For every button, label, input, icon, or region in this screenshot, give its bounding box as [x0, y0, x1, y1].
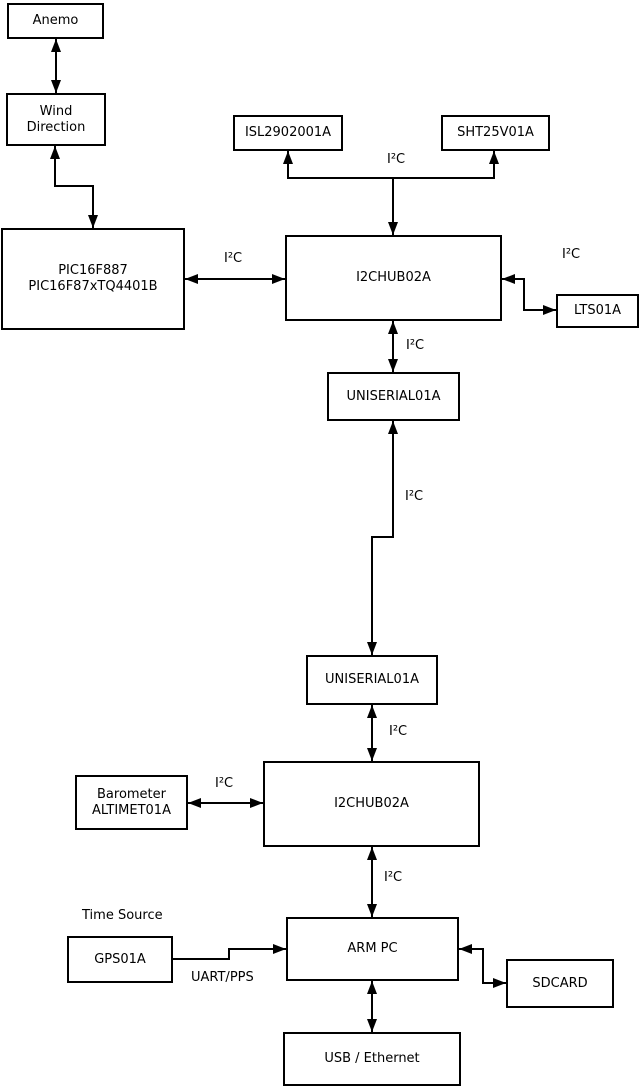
annotation-time-source: Time Source [82, 908, 163, 923]
connector-gps-armpc [173, 944, 286, 960]
box-isl2902001a: ISL2902001A [233, 115, 343, 151]
connector-wind-direction-pic [50, 146, 98, 228]
box-gps01a-label: GPS01A [94, 951, 146, 967]
box-barometer-label-line2: ALTIMET01A [92, 802, 171, 818]
edge-label-i2c-pic-hub: I²C [224, 251, 243, 266]
box-sht25v01a-label: SHT25V01A [457, 125, 534, 140]
box-anemo: Anemo [7, 3, 104, 39]
box-anemo-label: Anemo [32, 13, 79, 28]
connector-armpc-sdcard [459, 944, 506, 988]
edge-label-i2c-uniserial-hub-bottom: I²C [389, 724, 408, 739]
box-wind-direction: Wind Direction [6, 93, 106, 146]
edge-label-i2c-barometer-hub: I²C [215, 776, 234, 791]
box-i2chub02a-bottom: I2CHUB02A [263, 761, 480, 847]
box-uniserial01a-top-label: UNISERIAL01A [346, 388, 441, 404]
box-i2chub02a-top: I2CHUB02A [285, 235, 502, 321]
connector-i2chub-top-lts01a [502, 274, 556, 315]
connector-branch-isl-sht [283, 151, 499, 179]
box-uniserial01a-bottom-label: UNISERIAL01A [325, 672, 419, 687]
box-pic16f887-label-line1: PIC16F887 [58, 263, 128, 278]
box-wind-direction-label-line1: Wind [39, 103, 73, 119]
edge-label-i2c-hub-lts: I²C [562, 247, 581, 262]
box-barometer-altimet01a: Barometer ALTIMET01A [75, 775, 188, 830]
box-uniserial01a-bottom: UNISERIAL01A [306, 655, 438, 705]
box-lts01a-label: LTS01A [573, 303, 622, 318]
box-usb-ethernet: USB / Ethernet [283, 1032, 461, 1086]
box-uniserial01a-top: UNISERIAL01A [327, 372, 460, 421]
edge-label-i2c-hub-uniserial-top: I²C [406, 338, 425, 353]
box-lts01a: LTS01A [556, 294, 639, 328]
connector-uniserial-top-uniserial-bottom [367, 421, 398, 655]
box-sdcard: SDCARD [506, 959, 614, 1008]
edge-label-i2c-uniserial-link: I²C [405, 489, 424, 504]
box-usb-ethernet-label: USB / Ethernet [324, 1051, 420, 1066]
box-i2chub02a-top-label: I2CHUB02A [356, 270, 431, 285]
edge-label-uart-pps: UART/PPS [191, 970, 254, 985]
box-arm-pc: ARM PC [286, 917, 459, 981]
box-barometer-label-line1: Barometer [97, 786, 166, 802]
box-isl2902001a-label: ISL2902001A [244, 125, 332, 140]
box-pic16f887-label-line2: PIC16F87xTQ4401B [28, 279, 158, 294]
box-pic16f887: PIC16F887 PIC16F87xTQ4401B [1, 228, 185, 330]
box-sht25v01a: SHT25V01A [441, 115, 550, 151]
edge-label-i2c-hub-armpc: I²C [384, 870, 403, 885]
box-sdcard-label: SDCARD [532, 975, 588, 991]
box-i2chub02a-bottom-label: I2CHUB02A [334, 796, 409, 811]
box-wind-direction-label-line2: Direction [26, 119, 86, 135]
edge-label-i2c-hub-sensors: I²C [387, 152, 406, 167]
box-gps01a: GPS01A [67, 936, 173, 983]
box-arm-pc-label: ARM PC [347, 941, 398, 956]
